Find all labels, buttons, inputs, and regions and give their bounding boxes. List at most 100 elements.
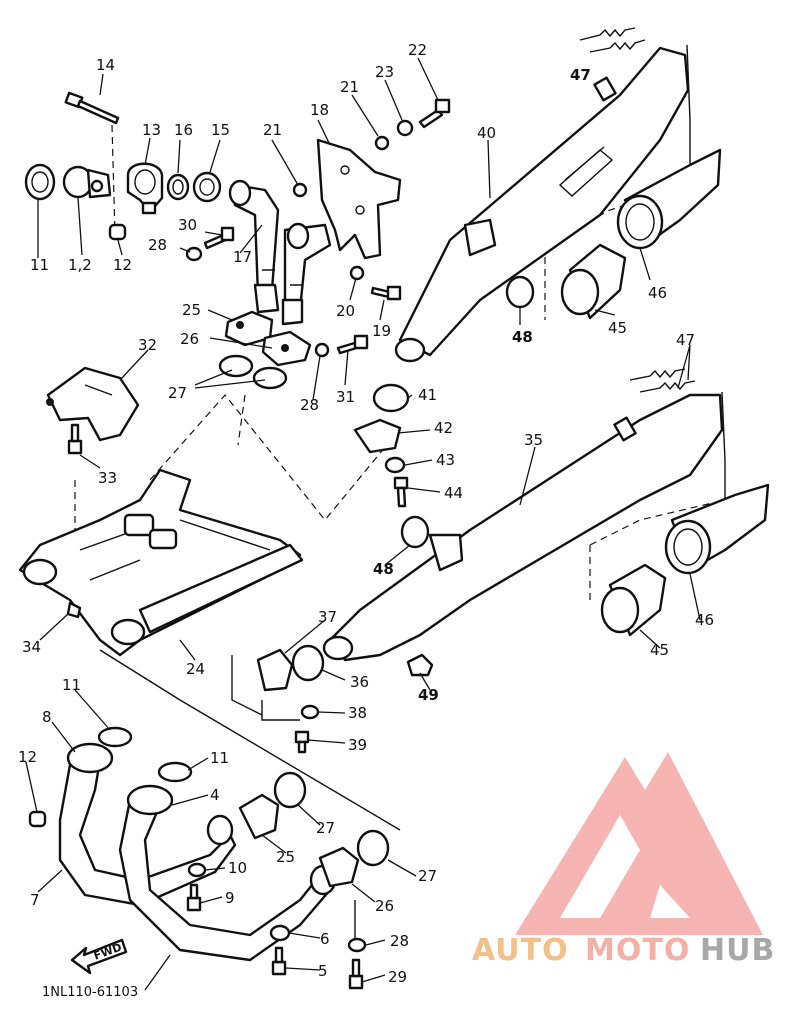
nut-34 bbox=[66, 601, 82, 619]
nut-21-right bbox=[374, 135, 390, 151]
callout-15: 15 bbox=[211, 121, 230, 139]
callout-43: 43 bbox=[436, 451, 455, 469]
gasket-48-upper bbox=[505, 275, 535, 309]
callout-28-mid: 28 bbox=[300, 396, 319, 414]
callout-46-upper: 46 bbox=[648, 284, 667, 302]
gasket-11 bbox=[24, 163, 56, 201]
callout-45-lower: 45 bbox=[650, 641, 669, 659]
spring-47-upper bbox=[579, 27, 646, 53]
bolt-31 bbox=[336, 334, 369, 355]
callout-28-lower: 28 bbox=[390, 932, 409, 950]
callout-31: 31 bbox=[336, 388, 355, 406]
muffler-40 bbox=[394, 46, 690, 363]
callout-47-lower: 47 bbox=[676, 331, 695, 349]
washer-28-lower bbox=[347, 937, 367, 953]
callout-11-top: 11 bbox=[30, 256, 49, 274]
automotohub-watermark: AUTO MOTO HUB bbox=[472, 752, 775, 968]
washer-38 bbox=[300, 704, 320, 720]
collar-12-lower bbox=[28, 810, 47, 828]
callout-38: 38 bbox=[348, 704, 367, 722]
bracket-32 bbox=[46, 366, 140, 442]
bolt-9 bbox=[186, 883, 202, 912]
nut-21-left bbox=[292, 182, 308, 198]
callout-25-upper: 25 bbox=[182, 301, 201, 319]
bolt-33 bbox=[67, 423, 83, 455]
callout-48-upper: 48 bbox=[512, 328, 533, 346]
callout-12-lower: 12 bbox=[18, 748, 37, 766]
watermark-hub: HUB bbox=[700, 933, 775, 968]
callout-8: 8 bbox=[42, 708, 52, 726]
clamp-37 bbox=[256, 648, 294, 692]
callout-26-lower: 26 bbox=[375, 897, 394, 915]
ring-27-d bbox=[356, 829, 390, 867]
watermark-auto: AUTO bbox=[472, 933, 569, 968]
ring-16 bbox=[166, 173, 190, 201]
bolt-44 bbox=[393, 476, 409, 508]
ring-15 bbox=[192, 171, 222, 203]
nut-10 bbox=[187, 862, 207, 878]
callout-36: 36 bbox=[350, 673, 369, 691]
callout-7: 7 bbox=[30, 891, 40, 909]
callout-26-upper: 26 bbox=[180, 330, 199, 348]
callout-21-left: 21 bbox=[263, 121, 282, 139]
spring-47-lower bbox=[629, 368, 696, 393]
bolt-22 bbox=[418, 98, 451, 129]
callout-42: 42 bbox=[434, 419, 453, 437]
callout-24: 24 bbox=[186, 660, 205, 678]
callout-10: 10 bbox=[228, 859, 247, 877]
callout-29: 29 bbox=[388, 968, 407, 986]
clamp-26-lower bbox=[318, 846, 360, 888]
callout-45-upper: 45 bbox=[608, 319, 627, 337]
connector-pipe-17 bbox=[228, 179, 332, 326]
callout-17: 17 bbox=[233, 248, 252, 266]
ring-27-b bbox=[252, 366, 288, 390]
callout-27-lower-d: 27 bbox=[418, 867, 437, 885]
callout-12-top: 12 bbox=[113, 256, 132, 274]
damper-49 bbox=[406, 653, 434, 677]
clamp-25-lower bbox=[238, 793, 280, 840]
callout-40: 40 bbox=[477, 124, 496, 142]
collar-12-upper bbox=[108, 223, 127, 241]
muffler-35 bbox=[322, 393, 724, 662]
bracket-18 bbox=[316, 138, 402, 260]
callout-27-upper: 27 bbox=[168, 384, 187, 402]
ring-27-c bbox=[273, 771, 307, 809]
callout-49: 49 bbox=[418, 686, 439, 704]
callout-16: 16 bbox=[174, 121, 193, 139]
nut-6 bbox=[269, 924, 291, 942]
callout-30: 30 bbox=[178, 216, 197, 234]
clamp-13 bbox=[126, 162, 164, 215]
callout-27-lower-c: 27 bbox=[316, 819, 335, 837]
callout-41: 41 bbox=[418, 386, 437, 404]
bolt-29 bbox=[348, 958, 364, 990]
callout-33: 33 bbox=[98, 469, 117, 487]
bolt-39 bbox=[294, 730, 310, 754]
callout-18: 18 bbox=[310, 101, 329, 119]
callout-5: 5 bbox=[318, 962, 328, 980]
callout-21-right: 21 bbox=[340, 78, 359, 96]
bolt-14 bbox=[64, 91, 120, 125]
leader-lines bbox=[25, 57, 701, 991]
bolt-30 bbox=[203, 226, 235, 250]
callout-19: 19 bbox=[372, 322, 391, 340]
callout-labels: 14 13 16 15 11 1,2 12 21 18 22 23 21 40 … bbox=[18, 41, 714, 1000]
callout-39: 39 bbox=[348, 736, 367, 754]
washer-28-mid bbox=[314, 342, 330, 358]
washer-43 bbox=[384, 456, 406, 474]
collector-24 bbox=[18, 468, 304, 657]
tailpipe-45-upper bbox=[560, 243, 627, 320]
bolt-19 bbox=[370, 285, 402, 301]
callout-48-lower: 48 bbox=[373, 560, 394, 578]
callout-11-lower-a: 11 bbox=[62, 676, 81, 694]
gasket-11-lower-b bbox=[157, 761, 193, 783]
callout-23: 23 bbox=[375, 63, 394, 81]
callout-32: 32 bbox=[138, 336, 157, 354]
callout-25-lower: 25 bbox=[276, 848, 295, 866]
gasket-36 bbox=[291, 644, 325, 682]
tailpipe-46-upper bbox=[616, 148, 722, 250]
gasket-41 bbox=[372, 383, 410, 413]
watermark-moto: MOTO bbox=[585, 933, 690, 968]
washer-28-upper bbox=[185, 246, 203, 262]
callout-44: 44 bbox=[444, 484, 463, 502]
